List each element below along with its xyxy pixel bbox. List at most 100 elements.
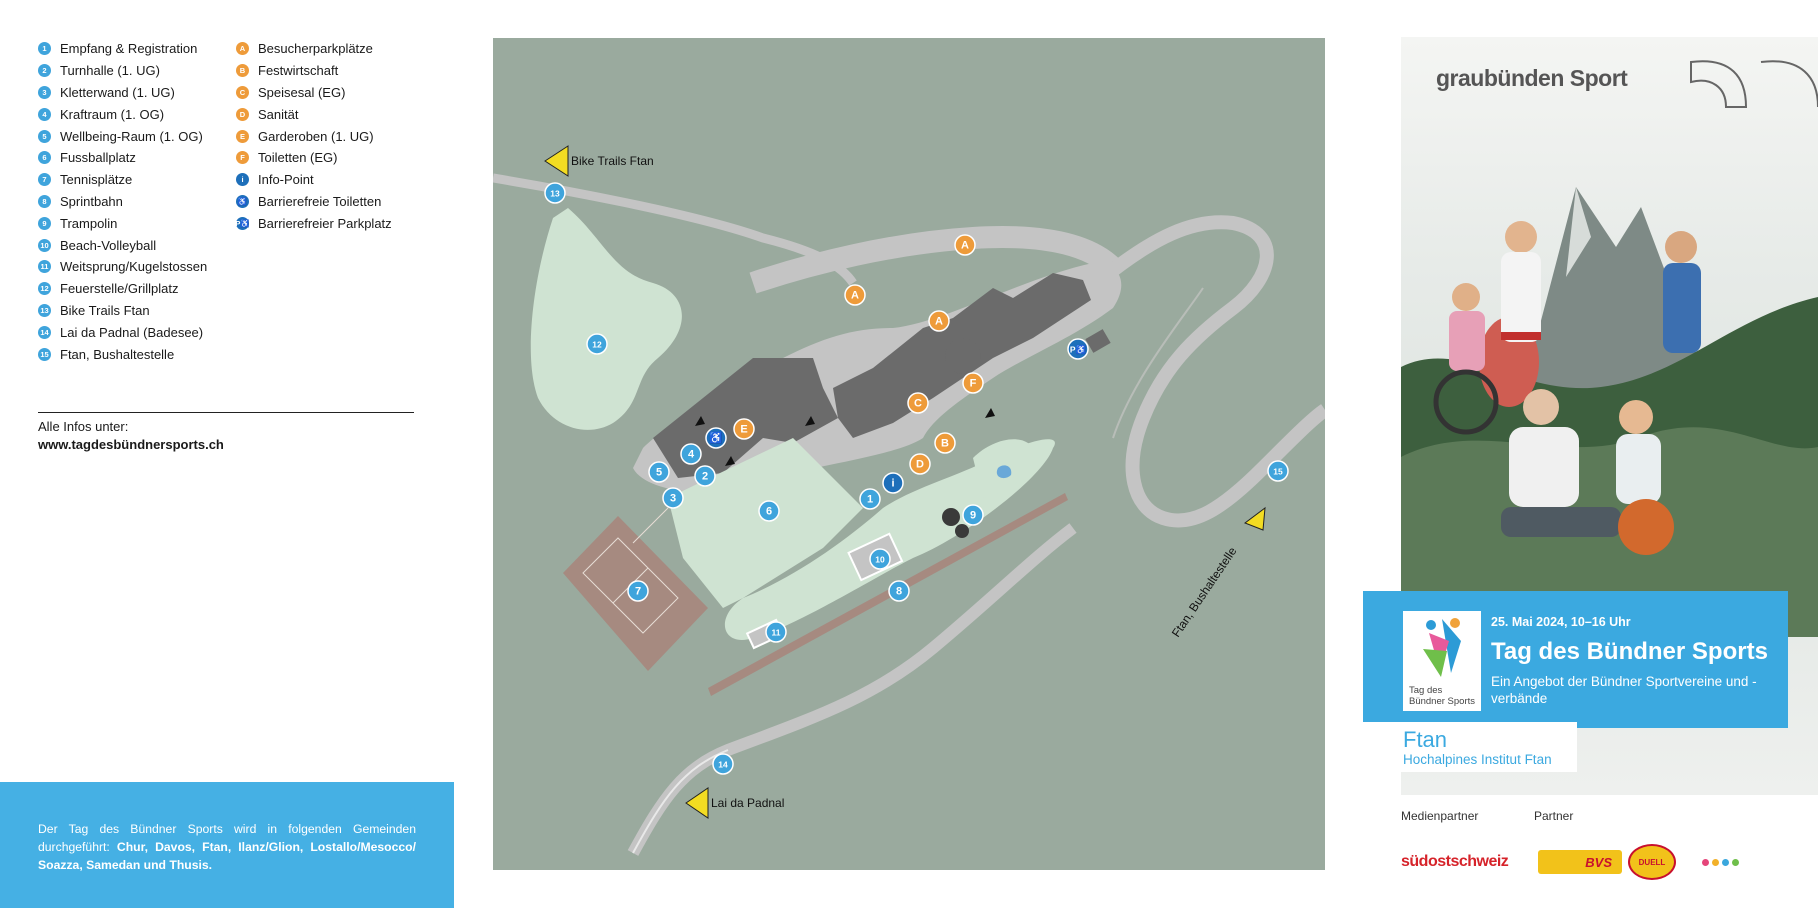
legend-marker-icon: B [236,64,249,78]
legend-label: Lai da Padnal (Badesee) [60,324,204,340]
legend-marker-icon: 12 [38,282,51,296]
map-pin-15[interactable]: 15 [1267,460,1289,482]
legend-label: Festwirtschaft [258,63,339,79]
brand-right: Sport [1569,65,1628,91]
pond [996,465,1012,479]
bvs-logo: BVS [1538,848,1622,876]
partner-colorful-logo [1702,848,1780,876]
map-pin-label: 2 [702,471,708,483]
map-pin-label: B [941,438,949,450]
legend-label: Sanität [258,106,299,122]
map-pin-i[interactable]: i [882,472,904,494]
legend-label: Fussballplatz [60,150,136,166]
legend-marker-icon: ♿ [236,194,249,208]
map-ground [493,38,1325,870]
legend-label: Toiletten (EG) [258,150,338,166]
map-pin-D[interactable]: D [909,453,931,475]
map-pin-label: D [916,459,924,471]
location-name: Ftan [1403,727,1448,752]
legend-label: Feuerstelle/Grillplatz [60,281,179,297]
east-loop [1098,215,1325,528]
map-pin-9[interactable]: 9 [962,504,984,526]
legend-item: 4 Kraftraum (1. OG) [38,103,207,125]
bike-trails-label: Bike Trails Ftan [571,154,654,168]
map-pin-6[interactable]: 6 [758,500,780,522]
legend-item: i Info-Point [236,169,392,191]
event-banner: Tag des Bündner Sports 25. Mai 2024, 10–… [1363,591,1788,728]
legend-marker-icon: F [236,151,249,165]
map-pin-10[interactable]: 10 [869,548,891,570]
legend-marker-icon: 6 [38,151,51,165]
colorful-dots-icon [1702,848,1780,876]
map-pin-♿[interactable]: ♿ [705,427,727,449]
legend-label: Trampolin [60,215,118,231]
map-pin-label: P♿ [1070,345,1087,355]
legend-marker-icon: 3 [38,85,51,99]
legend-label: Barrierefreier Parkplatz [258,215,392,231]
legend-marker-icon: 5 [38,129,51,143]
map-pin-A[interactable]: A [954,234,976,256]
infos-label: Alle Infos unter: [38,419,129,434]
legend-marker-icon: 15 [38,347,51,361]
map-pin-14[interactable]: 14 [712,753,734,775]
map-pin-8[interactable]: 8 [888,580,910,602]
map-pin-label: 6 [766,506,772,518]
map-pin-A[interactable]: A [844,284,866,306]
map-pin-label: E [740,424,747,436]
suedostschweiz-logo: südostschweiz [1401,848,1509,876]
legend-item: P♿Barrierefreier Parkplatz [235,212,392,234]
bus-stop-arrow [1243,506,1266,531]
map-pin-P♿[interactable]: P♿ [1067,338,1089,360]
map-pin-12[interactable]: 12 [586,333,608,355]
meadow-area [530,208,682,430]
legend-marker-icon: 4 [38,107,51,121]
entrance-marker [695,416,705,426]
entrance-marker [725,456,735,466]
map-pin-label: 9 [970,510,976,522]
legend-marker-icon: C [236,85,249,99]
map-pin-label: 12 [592,340,602,350]
map-pin-11[interactable]: 11 [765,621,787,643]
map-pin-A[interactable]: A [928,310,950,332]
legend-marker-icon: i [236,173,249,187]
legend-label: Kraftraum (1. OG) [60,106,165,122]
map-pin-label: i [891,478,894,490]
map-pin-label: A [961,240,969,252]
map-pin-label: 13 [550,189,560,199]
map-pin-7[interactable]: 7 [627,580,649,602]
suedostschweiz-text: südostschweiz [1401,853,1509,870]
legend-label: Info-Point [258,172,314,188]
duell-text: DUELL [1628,844,1676,880]
event-logo-mark [1423,618,1461,677]
map-pin-B[interactable]: B [934,432,956,454]
map-pin-4[interactable]: 4 [680,443,702,465]
map-pin-label: 3 [670,493,676,505]
map-pin-F[interactable]: F [962,372,984,394]
map-pin-13[interactable]: 13 [544,182,566,204]
map-pin-5[interactable]: 5 [648,461,670,483]
lake-label: Lai da Padnal [711,796,784,810]
map-pin-1[interactable]: 1 [859,488,881,510]
legend-marker-icon: 10 [38,238,51,252]
map-pin-label: F [970,378,977,390]
map-pin-2[interactable]: 2 [694,465,716,487]
legend-marker-icon: A [236,42,249,56]
map-pin-label: 10 [875,555,885,565]
map-pin-C[interactable]: C [907,392,929,414]
trampoline [942,508,960,526]
map-pin-E[interactable]: E [733,418,755,440]
building-rotunda [945,338,981,374]
map-pin-3[interactable]: 3 [662,487,684,509]
infos-url[interactable]: www.tagdesbündnersports.ch [38,437,224,452]
